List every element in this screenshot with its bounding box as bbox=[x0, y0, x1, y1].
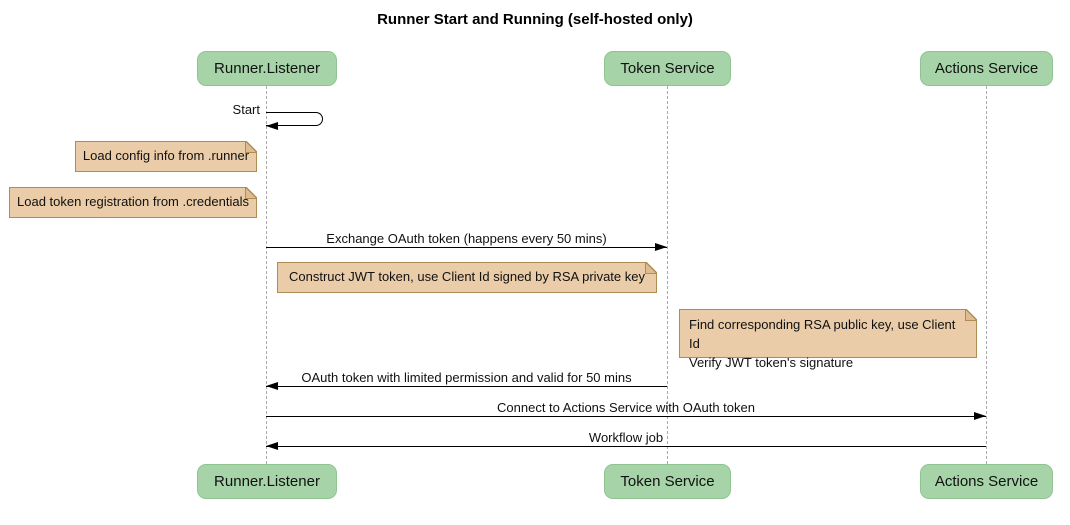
message-exchange-oauth-label: Exchange OAuth token (happens every 50 m… bbox=[326, 231, 607, 246]
message-oauth-return-label: OAuth token with limited permission and … bbox=[301, 370, 632, 385]
message-oauth-return-line bbox=[266, 386, 667, 387]
self-loop-arrow bbox=[266, 112, 323, 126]
note-construct-jwt: Construct JWT token, use Client Id signe… bbox=[277, 262, 657, 293]
arrow-head bbox=[655, 243, 667, 251]
lifeline-runner-listener bbox=[266, 86, 267, 464]
lifeline-actions-service bbox=[986, 86, 987, 464]
note-load-token-registration: Load token registration from .credential… bbox=[9, 187, 257, 218]
lifeline-token-service bbox=[667, 86, 668, 464]
arrow-head bbox=[974, 412, 986, 420]
participant-top-token-service: Token Service bbox=[604, 51, 731, 86]
note-verify-jwt: Find corresponding RSA public key, use C… bbox=[679, 309, 977, 370]
arrow-head bbox=[266, 382, 278, 390]
participant-top-actions-service: Actions Service bbox=[920, 51, 1053, 86]
participant-bottom-actions-service: Actions Service bbox=[920, 464, 1053, 499]
diagram-title: Runner Start and Running (self-hosted on… bbox=[377, 11, 693, 28]
message-exchange-oauth-line bbox=[266, 247, 667, 248]
message-workflow-job-line bbox=[266, 446, 986, 447]
arrow-head bbox=[266, 442, 278, 450]
note-load-config: Load config info from .runner bbox=[75, 141, 257, 172]
participant-top-runner-listener: Runner.Listener bbox=[197, 51, 337, 86]
arrow-head bbox=[266, 122, 278, 130]
message-workflow-job-label: Workflow job bbox=[588, 430, 664, 445]
message-connect-actions-label: Connect to Actions Service with OAuth to… bbox=[497, 400, 755, 415]
message-start-label: Start bbox=[232, 102, 260, 117]
participant-bottom-token-service: Token Service bbox=[604, 464, 731, 499]
message-connect-actions-line bbox=[266, 416, 986, 417]
participant-bottom-runner-listener: Runner.Listener bbox=[197, 464, 337, 499]
